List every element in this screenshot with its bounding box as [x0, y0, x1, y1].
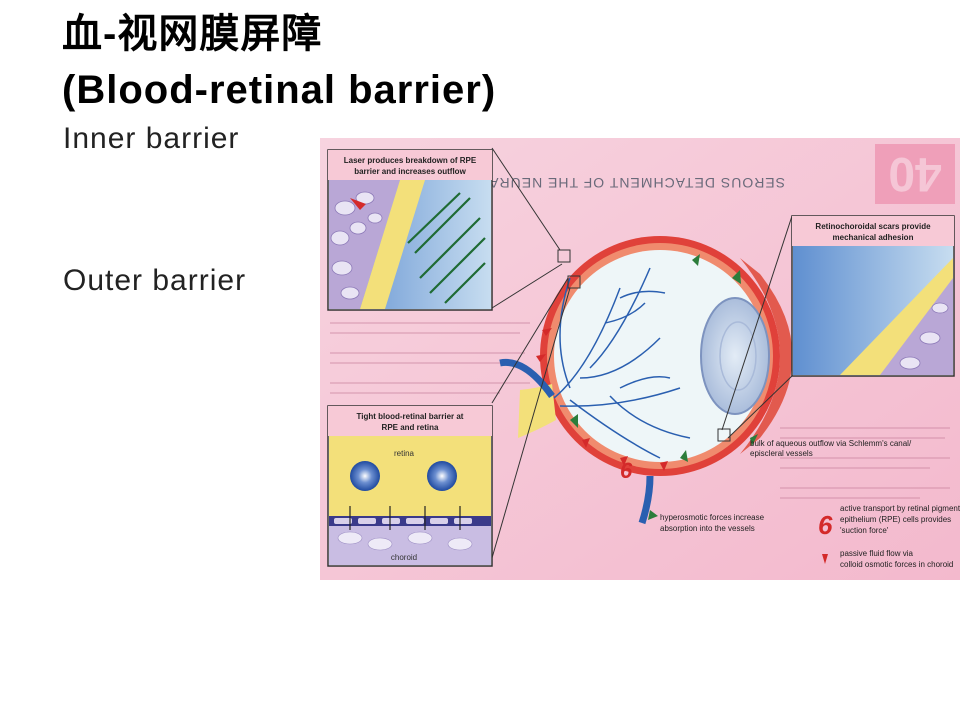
- six-symbol-eye: 6: [620, 458, 633, 483]
- inset-scars-caption-1: Retinochoroidal scars provide: [815, 222, 931, 231]
- retinal-capillary-2: [427, 461, 457, 491]
- title-english: (Blood-retinal barrier): [62, 68, 497, 112]
- eye-globe: [518, 236, 793, 476]
- slide-title: 血-视网膜屏障 (Blood-retinal barrier): [62, 6, 496, 118]
- flow-arrows-green: [570, 254, 758, 462]
- inset-laser-caption-1: Laser produces breakdown of RPE: [344, 156, 477, 165]
- retinal-capillary-1: [350, 461, 380, 491]
- laser-green-arrows: [407, 192, 486, 304]
- active-transport-label-2: epithelium (RPE) cells provides: [840, 515, 951, 524]
- inset-retina-label: retina: [394, 449, 415, 458]
- inset-scars: Retinochoroidal scars provide mechanical…: [791, 215, 955, 377]
- passive-flow-label-2: colloid osmotic forces in choroid: [840, 560, 953, 569]
- hyperosmotic-arrow-icon: [648, 510, 658, 520]
- vortex-vein: [638, 475, 654, 525]
- inset-tight-barrier: Tight blood-retinal barrier at RPE and r…: [327, 405, 493, 567]
- lens-core: [719, 321, 757, 391]
- inset-choroid-label: choroid: [391, 553, 417, 562]
- outer-barrier-label: Outer barrier: [63, 264, 247, 297]
- inset-scars-caption-2: mechanical adhesion: [833, 233, 914, 242]
- inset-marker-1: [557, 249, 571, 263]
- inset-laser-caption-2: barrier and increases outflow: [354, 167, 466, 176]
- passive-flow-arrow-icon: [822, 554, 828, 564]
- hyperosmotic-label-1: hyperosmotic forces increase: [660, 513, 765, 522]
- passive-flow-label-1: passive fluid flow via: [840, 549, 913, 558]
- outflow-label-2: episcleral vessels: [750, 449, 813, 458]
- retinal-vessels: [553, 267, 691, 459]
- central-artery: [499, 358, 555, 399]
- inset-marker-2: [567, 275, 581, 289]
- page-number: 40: [888, 147, 941, 200]
- six-symbol-legend: 6: [818, 510, 833, 540]
- outflow-label-1: bulk of aqueous outflow via Schlemm's ca…: [750, 439, 912, 448]
- active-transport-label-1: active transport by retinal pigment: [840, 504, 960, 513]
- vitreous: [554, 250, 766, 462]
- inner-barrier-label: Inner barrier: [63, 122, 240, 155]
- optic-nerve: [518, 384, 556, 438]
- cornea: [740, 258, 793, 454]
- legend: bulk of aqueous outflow via Schlemm's ca…: [648, 439, 960, 569]
- background-text-lines: [330, 322, 950, 499]
- inset-tight-caption-1: Tight blood-retinal barrier at: [357, 412, 464, 421]
- blood-retinal-barrier-figure: SEROUS DETACHMENT OF THE NEURAL RETINA 4…: [320, 138, 960, 580]
- page-number-box: [875, 144, 955, 204]
- inset-tight-caption-2: RPE and retina: [382, 423, 439, 432]
- active-transport-label-3: 'suction force': [840, 526, 889, 535]
- title-chinese: 血-视网膜屏障: [62, 12, 323, 56]
- flow-arrows-red: [536, 328, 668, 471]
- page-heading: SEROUS DETACHMENT OF THE NEURAL RETINA: [418, 175, 785, 191]
- lens: [700, 297, 770, 415]
- laser-red-arrow: [350, 198, 366, 210]
- inset-marker-3: [717, 428, 731, 442]
- connector-lines: [491, 147, 793, 559]
- hyperosmotic-label-2: absorption into the vessels: [660, 524, 755, 533]
- inset-laser: Laser produces breakdown of RPE barrier …: [327, 149, 493, 311]
